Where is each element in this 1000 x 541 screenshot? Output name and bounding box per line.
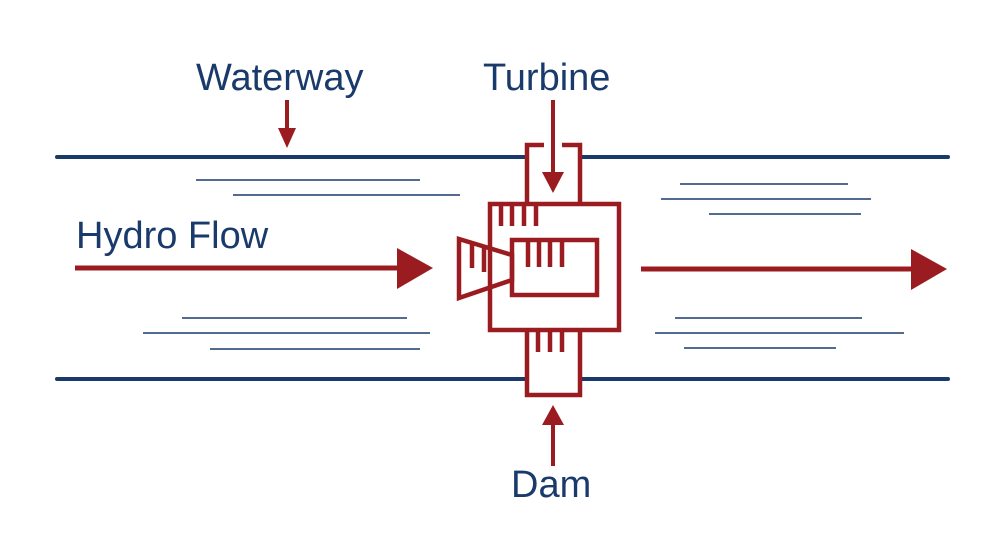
waterway-banks xyxy=(55,155,950,381)
hydro-flow-arrow-in xyxy=(75,248,433,289)
water-ripples xyxy=(143,179,904,350)
turbine-rotor xyxy=(509,237,600,298)
hydro-flow-arrow-out xyxy=(641,249,947,290)
turbine-housing xyxy=(487,201,622,333)
intake-channel-left xyxy=(524,142,544,204)
dam-arrow xyxy=(542,405,564,466)
hydro-flow-label: Hydro Flow xyxy=(76,215,269,257)
turbine-arrow xyxy=(542,100,564,193)
turbine-nozzle xyxy=(456,235,515,302)
dam-base xyxy=(524,330,583,398)
turbine-dam-structure xyxy=(456,142,622,398)
turbine-label: Turbine xyxy=(483,57,610,99)
waterway-label: Waterway xyxy=(196,57,364,99)
intake-channel-right xyxy=(562,142,583,204)
dam-label: Dam xyxy=(511,464,591,506)
waterway-arrow xyxy=(278,100,296,148)
